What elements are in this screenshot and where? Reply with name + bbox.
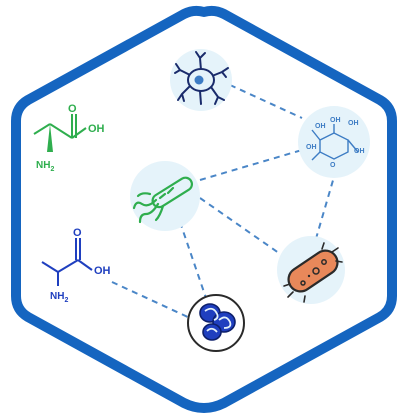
l-alanine-molecule: O OH NH2 bbox=[33, 103, 105, 173]
edge-glucose-orange bbox=[314, 169, 337, 243]
alanine-amine: NH2 bbox=[50, 291, 68, 304]
edge-bacterium-glucose bbox=[199, 149, 303, 181]
alanine-hydroxyl: OH bbox=[94, 265, 111, 277]
l-alanine-hydroxyl: OH bbox=[88, 123, 105, 135]
edge-bacterium-mitochondria bbox=[179, 221, 207, 299]
bacterium-icon bbox=[283, 242, 343, 303]
glucose-oh-1: OH bbox=[315, 123, 326, 130]
hexagon-frame bbox=[11, 5, 397, 413]
mitochondria-node bbox=[187, 294, 245, 352]
l-alanine-amine: NH2 bbox=[36, 160, 54, 173]
edge-neuron-glucose bbox=[229, 84, 303, 119]
orange-bacterium-node bbox=[277, 236, 345, 304]
mitochondria-icon bbox=[199, 303, 236, 341]
edge-alanine-mitochondria bbox=[111, 281, 191, 319]
glucose-oh-2: OH bbox=[330, 117, 341, 124]
l-alanine-oxygen: O bbox=[68, 103, 77, 115]
neuron-icon bbox=[174, 51, 229, 105]
glucose-labels: OH OH OH OH OH O bbox=[306, 117, 365, 169]
alanine-oxygen: O bbox=[73, 227, 82, 239]
glucose-oh-3: OH bbox=[348, 120, 359, 127]
glucose-molecule-icon bbox=[311, 124, 359, 161]
flagellated-bacterium-icon bbox=[132, 176, 194, 224]
glucose-oh-4: OH bbox=[306, 144, 317, 151]
glucose-node: OH OH OH OH OH O bbox=[298, 106, 370, 178]
connectors bbox=[111, 84, 337, 319]
glucose-ring-oxygen: O bbox=[330, 162, 336, 169]
alanine-molecule: O OH NH2 bbox=[41, 227, 111, 304]
glucose-oh-5: OH bbox=[354, 148, 365, 155]
green-bacterium-node bbox=[130, 161, 200, 231]
neuron-node bbox=[170, 49, 232, 111]
